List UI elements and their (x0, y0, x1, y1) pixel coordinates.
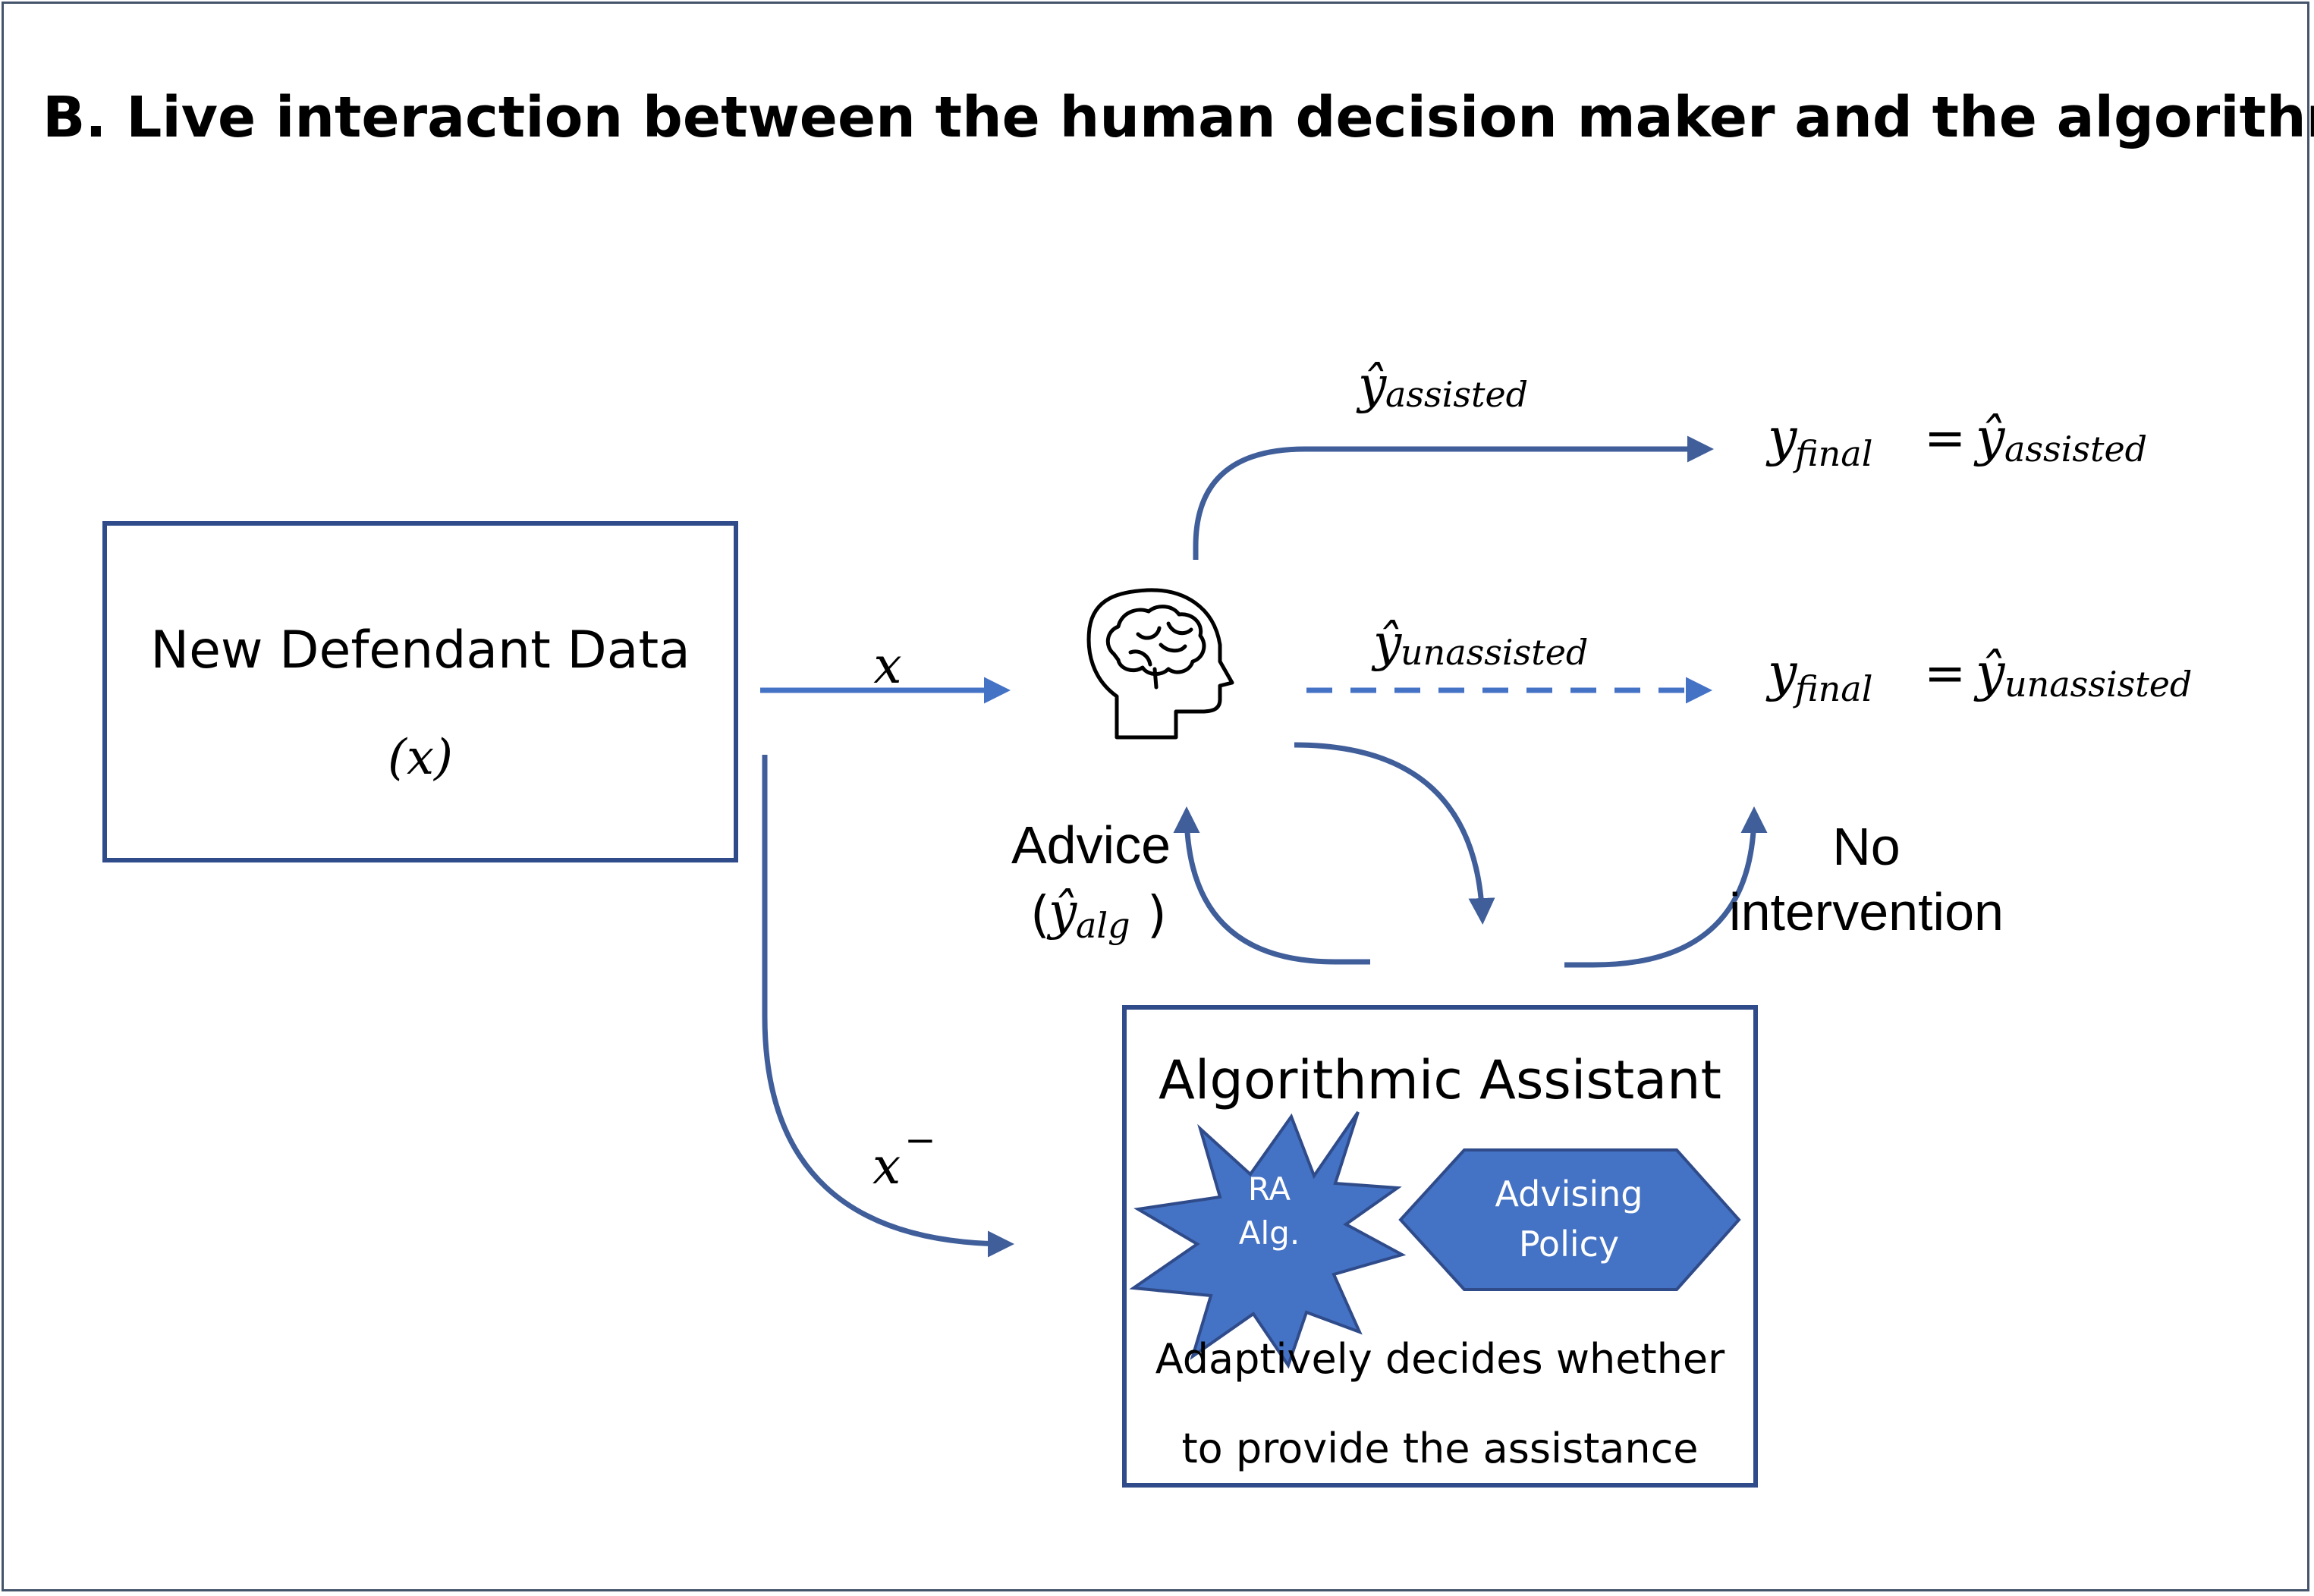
advising-policy-hexagon (1398, 1148, 1741, 1291)
x-edge-label: x (873, 636, 901, 695)
final-assisted-rsub: assisted (2004, 429, 2147, 470)
x-minus-edge-label: x − (872, 1118, 936, 1195)
unassisted-label-sub: unassisted (1401, 632, 1588, 673)
no-intervention-line1: No (1832, 817, 1900, 876)
no-intervention-arrow (1564, 806, 1768, 968)
advice-label-text: Advice (1011, 815, 1171, 875)
ra-label-line1: RA (1248, 1170, 1291, 1208)
x-minus-sup: − (904, 1118, 936, 1162)
final-unassisted-output: y final = ŷ unassisted (1765, 643, 2192, 709)
final-assisted-output: y final = ŷ assisted (1765, 408, 2147, 474)
no-intervention-line2: intervention (1729, 882, 2004, 941)
assisted-edge-label: ŷ assisted (1356, 356, 1528, 415)
assistant-title: Algorithmic Assistant (1159, 1049, 1721, 1111)
ra-algorithm-starburst (1129, 1111, 1407, 1369)
final-unassisted-yhat: ŷ (1973, 643, 2006, 703)
final-unassisted-eq: = (1924, 644, 1966, 702)
figure-title: B. Live interaction between the human de… (42, 85, 2314, 150)
assisted-decision-arrow (1193, 435, 1714, 560)
assistant-description-line1: Adaptively decides whether (1155, 1335, 1725, 1383)
final-assisted-y: y (1765, 408, 1798, 468)
assistant-description-line2: to provide the assistance (1181, 1425, 1698, 1472)
no-intervention-label: No intervention (1729, 817, 2004, 941)
unassisted-label-base: ŷ (1371, 614, 1402, 672)
defendant-data-symbol: (x) (388, 730, 453, 786)
assisted-label-sub: assisted (1385, 374, 1528, 415)
advice-close-paren: ) (1147, 885, 1167, 944)
final-unassisted-rsub: unassisted (2004, 664, 2192, 705)
x-minus-base: x (872, 1137, 901, 1195)
defendant-data-box (102, 521, 738, 862)
advice-arrow (1173, 806, 1370, 965)
final-assisted-yhat: ŷ (1973, 408, 2006, 468)
policy-label-line1: Advising (1495, 1173, 1643, 1214)
final-assisted-sub: final (1793, 433, 1872, 474)
human-to-assistant-arrow (1294, 742, 1495, 925)
final-unassisted-y: y (1765, 643, 1798, 703)
advice-open-paren: ( (1030, 885, 1050, 944)
defendant-data-label: New Defendant Data (150, 620, 690, 680)
assisted-label-base: ŷ (1356, 356, 1387, 414)
policy-label-line2: Policy (1519, 1224, 1619, 1265)
unassisted-edge-label: ŷ unassisted (1371, 614, 1588, 673)
defendant-data-node: New Defendant Data (x) (102, 521, 738, 862)
final-assisted-eq: = (1924, 409, 1966, 467)
final-unassisted-sub: final (1793, 668, 1872, 709)
advice-label: Advice ( ŷ alg ) (1011, 815, 1171, 946)
algorithmic-assistant-node: Algorithmic Assistant RA Alg. Advising P… (1122, 1005, 1758, 1488)
advice-sub: alg (1076, 905, 1130, 946)
advice-yhat: ŷ (1046, 882, 1077, 941)
brain-head-icon (1086, 588, 1234, 740)
x-minus-to-assistant-arrow (762, 755, 1014, 1258)
ra-label-line2: Alg. (1239, 1214, 1300, 1252)
